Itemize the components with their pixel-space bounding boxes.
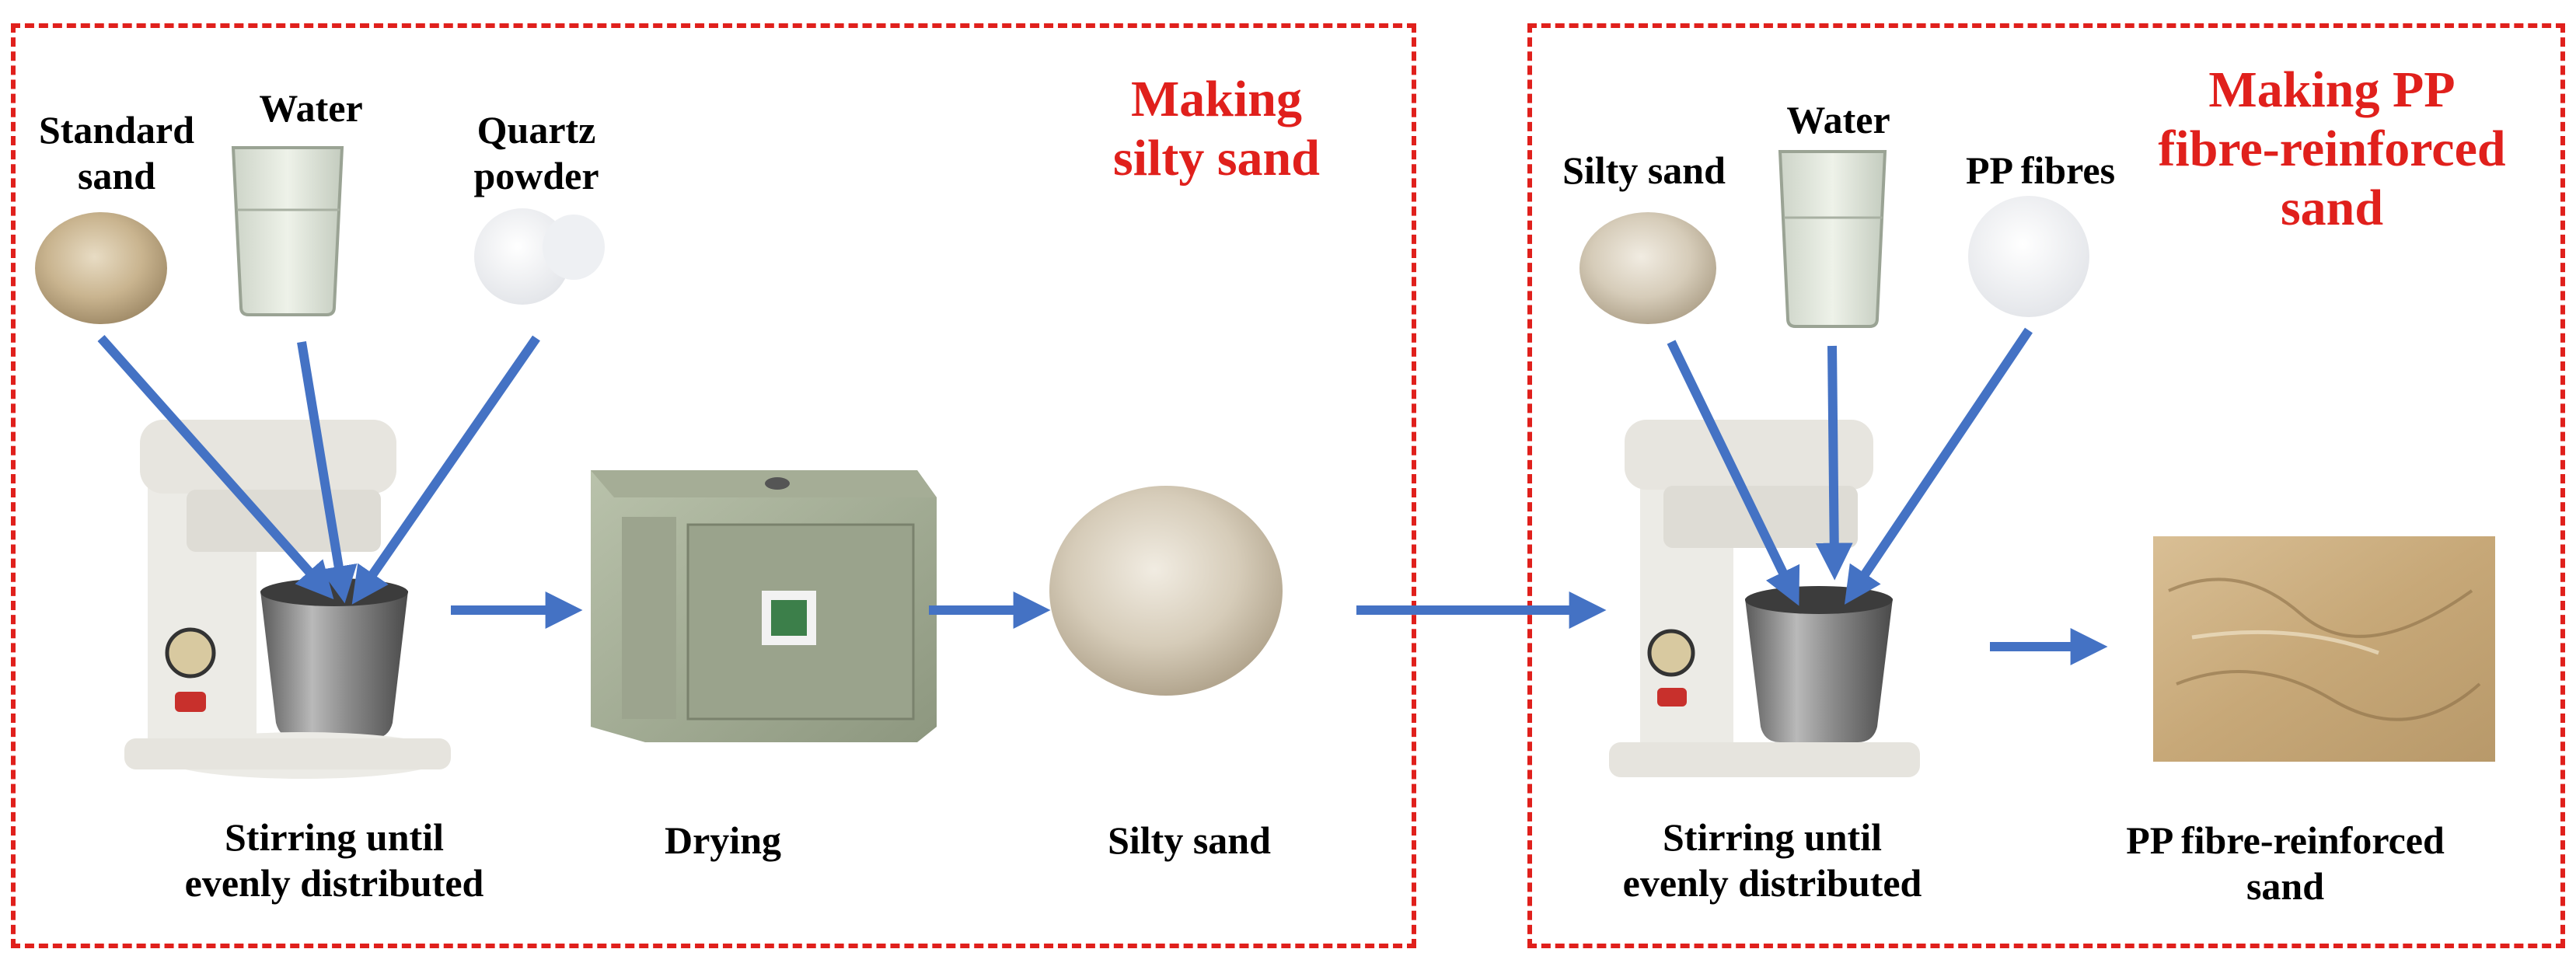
label-stirring-right: Stirring until evenly distributed: [1593, 815, 1951, 906]
standard-sand-image: [35, 212, 167, 324]
label-stirring-right-line1: Stirring until: [1663, 815, 1882, 859]
label-quartz-line1: Quartz: [476, 108, 596, 152]
arrow-water-to-mixer: [297, 341, 358, 604]
water-beaker-left-image: [231, 146, 344, 316]
label-stirring-left: Stirring until evenly distributed: [155, 815, 513, 906]
stand-mixer-right-image: [1609, 420, 1920, 777]
arrow-silty-sand-input-to-mixer: [1667, 340, 1800, 606]
water-beaker-right-image: [1778, 150, 1887, 328]
silty-sand-pile-image: [1049, 486, 1283, 696]
label-pp-fibre-reinforced-sand: PP fibre-reinforced sand: [2099, 818, 2472, 909]
right-panel-title: Making PP fibre-reinforced sand: [2138, 61, 2526, 238]
label-stirring-left-line1: Stirring until: [225, 815, 444, 859]
right-panel-border: [1527, 23, 2565, 948]
silty-sand-input-image: [1579, 212, 1716, 324]
left-title-line2: silty sand: [1113, 129, 1320, 187]
label-stirring-right-line2: evenly distributed: [1622, 861, 1922, 905]
right-title-line3: sand: [2280, 179, 2384, 236]
arrow-water-right-to-mixer: [1815, 345, 1853, 581]
left-panel-border: [11, 23, 1416, 948]
label-stirring-left-line2: evenly distributed: [184, 861, 484, 905]
label-quartz-line2: powder: [473, 154, 599, 197]
right-title-line1: Making PP: [2208, 61, 2456, 118]
left-panel-title: Making silty sand: [1088, 70, 1345, 188]
pp-fibres-image: [1968, 196, 2089, 317]
left-title-line1: Making: [1130, 71, 1303, 127]
label-silty-sand-input: Silty sand: [1562, 148, 1726, 192]
label-standard-sand-line2: sand: [77, 154, 156, 197]
stand-mixer-left-image: [124, 420, 451, 779]
label-product-line1: PP fibre-reinforced: [2126, 818, 2445, 862]
arrow-quartz-to-mixer: [351, 335, 540, 605]
arrow-standard-sand-to-mixer: [97, 335, 334, 600]
arrow-fibres-to-mixer: [1844, 327, 2033, 605]
label-quartz-powder: Quartz powder: [451, 107, 622, 199]
quartz-powder-image: [474, 208, 605, 305]
label-product-line2: sand: [2246, 864, 2325, 908]
label-standard-sand: Standard sand: [16, 107, 218, 199]
label-silty-sand-output: Silty sand: [1108, 818, 1271, 862]
drying-oven-image: [591, 470, 937, 742]
label-pp-fibres: PP fibres: [1965, 148, 2116, 192]
label-water-right: Water: [1786, 98, 1890, 141]
fibre-reinforced-sand-image: [2153, 536, 2495, 762]
label-standard-sand-line1: Standard: [38, 108, 195, 152]
label-drying: Drying: [665, 818, 781, 862]
label-water-left: Water: [259, 86, 363, 130]
right-title-line2: fibre-reinforced: [2158, 120, 2506, 177]
arrows: [97, 327, 2108, 665]
